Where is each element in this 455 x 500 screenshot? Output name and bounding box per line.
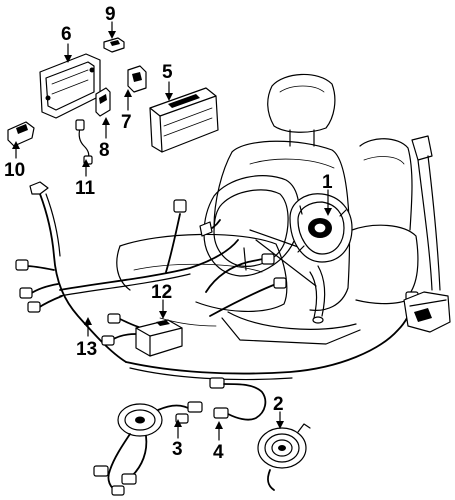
callout-5: 5 — [162, 62, 173, 83]
steering-wheel — [203, 175, 326, 324]
passenger-airbag-module — [149, 87, 219, 153]
callout-7: 7 — [121, 112, 132, 133]
callout-2: 2 — [273, 394, 284, 415]
callout-8: 8 — [99, 140, 110, 161]
leader-arrows — [12, 21, 332, 441]
seat-belt-assembly — [403, 135, 451, 333]
driver-airbag-module — [289, 193, 353, 263]
sensor-bracket — [127, 65, 147, 93]
impact-sensor — [95, 87, 111, 117]
sensor-bracket-frame — [39, 53, 101, 119]
callout-3: 3 — [172, 439, 183, 460]
clockspring-coil — [257, 423, 311, 491]
callout-11: 11 — [75, 178, 96, 199]
front-impact-sensor — [7, 121, 35, 147]
callout-6: 6 — [61, 24, 72, 45]
callout-13: 13 — [76, 339, 97, 360]
callout-12: 12 — [151, 282, 172, 303]
callout-9: 9 — [105, 4, 116, 25]
seat-illustration — [116, 73, 419, 345]
sensor-harness — [75, 119, 93, 165]
diagnostic-sensing-module — [135, 319, 183, 357]
callout-1: 1 — [322, 172, 333, 193]
main-wiring-harness — [15, 181, 419, 381]
clockspring-harness — [93, 401, 203, 496]
callout-numbers: 1 2 3 4 5 6 7 8 9 10 11 12 13 — [4, 4, 333, 463]
sensor-cable — [209, 377, 267, 421]
callout-4: 4 — [213, 442, 224, 463]
callout-10: 10 — [4, 160, 25, 181]
mounting-bracket-small — [103, 37, 125, 53]
